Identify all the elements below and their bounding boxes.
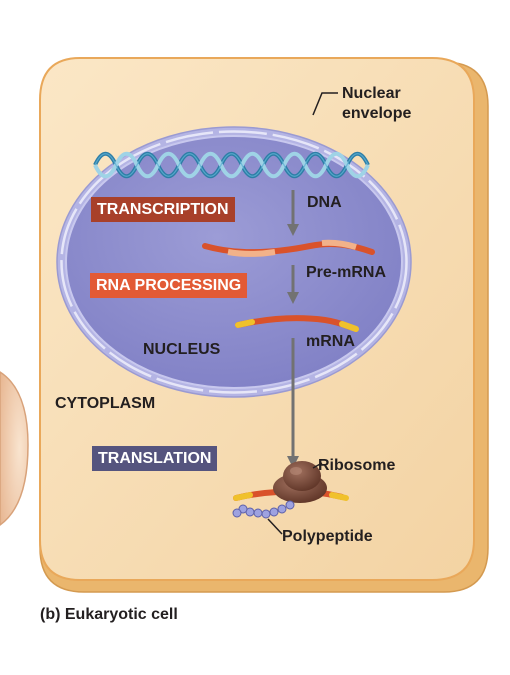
ribosome-icon — [273, 461, 327, 503]
ribosome-label: Ribosome — [318, 457, 396, 474]
transcription-box: TRANSCRIPTION — [91, 197, 235, 222]
figure-caption: (b) Eukaryotic cell — [40, 606, 178, 623]
translation-complex — [232, 461, 349, 535]
neighbor-cell — [0, 371, 29, 526]
pre-mrna-strand — [202, 239, 375, 257]
mrna-label: mRNA — [306, 333, 355, 350]
nuclear-envelope-label-line2: envelope — [342, 105, 412, 122]
nuclear-envelope-label-line1: Nuclear — [342, 85, 401, 102]
nuclear-envelope-leader — [312, 92, 338, 116]
nucleus-label: NUCLEUS — [143, 341, 221, 358]
polypeptide-leader — [267, 518, 283, 535]
nuclear-pore-ring — [60, 130, 408, 394]
pre-mrna-label: Pre-mRNA — [306, 264, 387, 281]
polypeptide-chain-icon — [232, 500, 295, 519]
flow-arrows — [287, 190, 299, 468]
dna-double-helix-icon — [93, 151, 370, 179]
ribosome-leader — [312, 462, 323, 469]
nucleus — [56, 126, 412, 398]
cytoplasm-label: CYTOPLASM — [55, 395, 156, 412]
polypeptide-label: Polypeptide — [282, 528, 373, 545]
rna-processing-box: RNA PROCESSING — [90, 273, 248, 298]
translation-box: TRANSLATION — [92, 446, 218, 471]
mrna-strand — [235, 315, 359, 332]
dna-label: DNA — [307, 194, 342, 211]
